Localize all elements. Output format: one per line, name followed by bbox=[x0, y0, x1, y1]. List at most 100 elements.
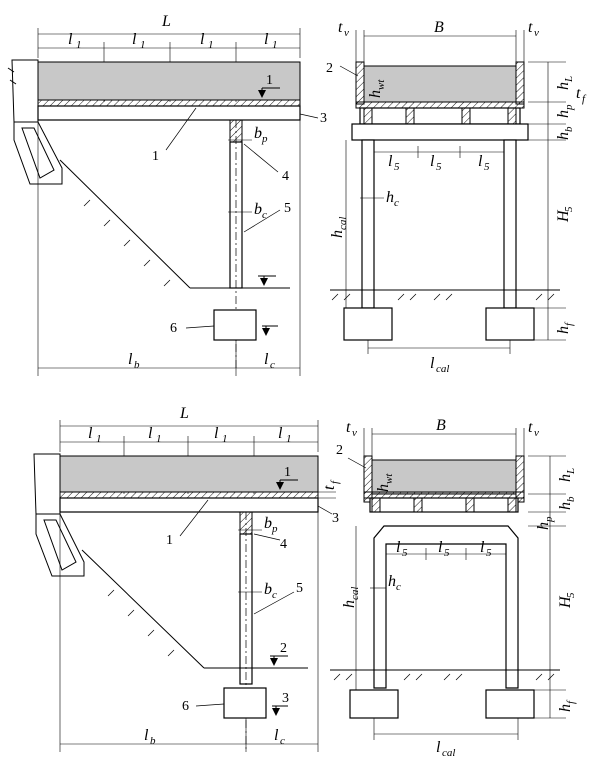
section-mark-1: 1 bbox=[266, 73, 273, 88]
svg-text:h: h bbox=[557, 502, 574, 510]
svg-text:f: f bbox=[563, 321, 575, 326]
svg-text:v: v bbox=[352, 427, 357, 439]
svg-text:l: l bbox=[438, 539, 443, 556]
svg-text:l: l bbox=[430, 355, 435, 372]
svg-text:l: l bbox=[436, 739, 441, 756]
svg-text:t: t bbox=[338, 19, 343, 36]
svg-text:5: 5 bbox=[436, 161, 442, 173]
svg-text:b: b bbox=[563, 126, 575, 132]
svg-text:t: t bbox=[528, 19, 533, 36]
dim-B: B bbox=[434, 19, 444, 36]
svg-text:1: 1 bbox=[76, 39, 82, 51]
callout-6: 6 bbox=[170, 321, 177, 336]
label-H5-2: H5 bbox=[557, 592, 577, 609]
label-hf-2: hf bbox=[557, 699, 577, 712]
svg-text:h: h bbox=[341, 600, 358, 608]
dim-B-2: B bbox=[436, 417, 446, 434]
svg-text:l: l bbox=[132, 31, 137, 48]
abutment-cap bbox=[11, 59, 39, 123]
pier-footing bbox=[213, 309, 257, 341]
svg-text:p: p bbox=[261, 133, 268, 145]
svg-text:5: 5 bbox=[484, 161, 490, 173]
svg-text:h: h bbox=[557, 704, 574, 712]
svg-text:cal: cal bbox=[436, 363, 449, 375]
svg-text:h: h bbox=[329, 230, 346, 238]
dim-L: L bbox=[161, 13, 171, 30]
column-right bbox=[503, 139, 517, 309]
section-mark-1-b: 1 bbox=[284, 465, 291, 480]
svg-text:h: h bbox=[388, 573, 396, 590]
svg-text:5: 5 bbox=[402, 547, 408, 559]
callout-4-b: 4 bbox=[280, 537, 287, 552]
svg-text:f: f bbox=[329, 479, 341, 484]
svg-text:cal: cal bbox=[349, 587, 361, 600]
deck-slab-section bbox=[355, 101, 525, 109]
svg-text:H: H bbox=[555, 209, 572, 223]
svg-text:1: 1 bbox=[156, 433, 162, 445]
callout-2: 2 bbox=[326, 61, 333, 76]
svg-text:v: v bbox=[344, 27, 349, 39]
svg-text:1: 1 bbox=[140, 39, 146, 51]
portal-frame bbox=[373, 525, 519, 689]
label-hb-2: hb bbox=[557, 496, 577, 510]
svg-text:b: b bbox=[134, 359, 140, 371]
svg-text:5: 5 bbox=[486, 547, 492, 559]
svg-text:h: h bbox=[555, 132, 572, 140]
ballast-section bbox=[363, 65, 517, 103]
svg-text:p: p bbox=[563, 104, 575, 111]
svg-text:l: l bbox=[480, 539, 485, 556]
column-left bbox=[361, 139, 375, 309]
level-mark-2: 2 bbox=[280, 641, 287, 656]
svg-text:5: 5 bbox=[394, 161, 400, 173]
label-hL: hL bbox=[555, 76, 575, 90]
level-mark-3: 3 bbox=[282, 691, 289, 706]
svg-text:c: c bbox=[396, 581, 401, 593]
label-tf-2: tf bbox=[321, 479, 341, 490]
svg-text:L: L bbox=[563, 76, 575, 83]
svg-text:l: l bbox=[144, 727, 149, 744]
svg-text:wt: wt bbox=[383, 473, 395, 484]
label-hL-2: hL bbox=[557, 468, 577, 482]
svg-text:l: l bbox=[128, 351, 133, 368]
svg-text:t: t bbox=[528, 419, 533, 436]
callout-6-b: 6 bbox=[182, 699, 189, 714]
label-hp-2: hp bbox=[535, 516, 555, 530]
svg-text:l: l bbox=[274, 727, 279, 744]
pier-cap bbox=[351, 123, 529, 141]
svg-text:l: l bbox=[68, 31, 73, 48]
svg-text:h: h bbox=[375, 484, 392, 492]
svg-text:f: f bbox=[565, 699, 577, 704]
svg-text:1: 1 bbox=[272, 39, 278, 51]
deck-slab bbox=[37, 99, 301, 107]
svg-text:l: l bbox=[148, 425, 153, 442]
svg-text:H: H bbox=[557, 595, 574, 609]
svg-text:cal: cal bbox=[337, 217, 349, 230]
svg-text:5: 5 bbox=[565, 592, 577, 598]
svg-text:b: b bbox=[565, 496, 577, 502]
svg-text:l: l bbox=[278, 425, 283, 442]
svg-text:b: b bbox=[254, 125, 262, 142]
svg-text:c: c bbox=[262, 209, 267, 221]
callout-5: 5 bbox=[284, 201, 291, 216]
svg-text:l: l bbox=[264, 31, 269, 48]
svg-text:t: t bbox=[321, 485, 338, 490]
label-hp: hp bbox=[555, 104, 575, 118]
